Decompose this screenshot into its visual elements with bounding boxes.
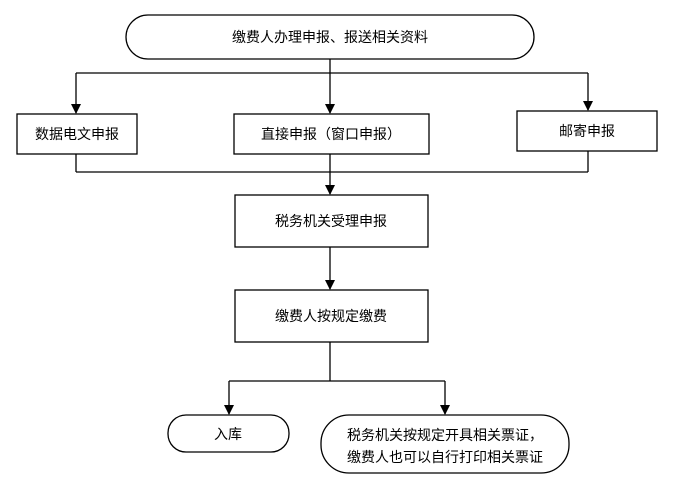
receipt-label-line1: 税务机关按规定开具相关票证， [347,428,543,444]
start-node-label: 缴费人办理申报、报送相关资料 [232,30,428,46]
payment-label: 缴费人按规定缴费 [275,309,387,325]
receipt-node [320,414,570,474]
direct-filing-label: 直接申报（窗口申报） [261,126,401,143]
mail-filing-box [516,110,658,152]
receipt-label-line2: 缴费人也可以自行打印相关票证 [347,449,543,466]
treasury-label: 入库 [214,427,242,443]
payment-box [234,289,429,343]
treasury-node [167,414,290,453]
electronic-filing-label: 数据电文申报 [35,127,119,143]
mail-filing-label: 邮寄申报 [559,123,615,140]
accept-filing-label: 税务机关受理申报 [275,214,387,230]
electronic-filing-box [16,113,138,155]
direct-filing-box [233,113,430,155]
accept-filing-box [234,194,429,248]
